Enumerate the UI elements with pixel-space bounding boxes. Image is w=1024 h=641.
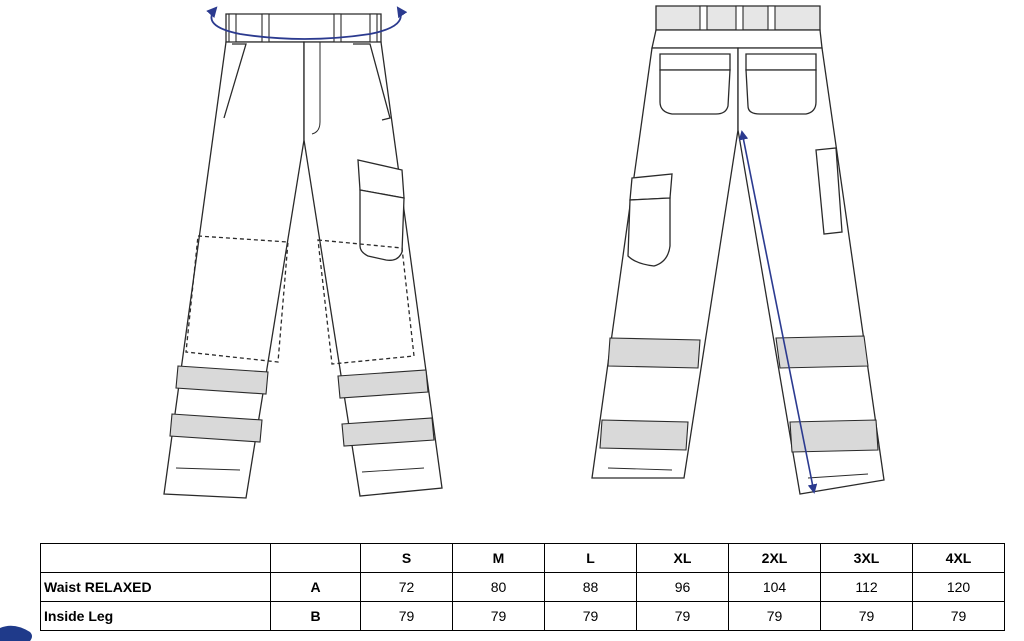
garment-technical-drawings bbox=[163, 5, 885, 499]
brand-logo-icon bbox=[0, 625, 32, 641]
table-cell: 120 bbox=[912, 572, 1005, 602]
front-right-pocket bbox=[353, 43, 391, 121]
back-left-side-pocket bbox=[627, 197, 671, 267]
measurement-code: B bbox=[270, 601, 361, 631]
size-chart-table: S M L XL 2XL 3XL 4XL Waist RELAXED A 72 … bbox=[40, 543, 1005, 631]
table-cell: 104 bbox=[728, 572, 821, 602]
size-header-cell: 3XL bbox=[820, 543, 913, 573]
table-cell: 79 bbox=[912, 601, 1005, 631]
table-cell: 79 bbox=[728, 601, 821, 631]
back-left-side-pocket-flap bbox=[629, 173, 673, 201]
size-header-cell: M bbox=[452, 543, 545, 573]
waist-measure-arrow-icon bbox=[206, 6, 408, 40]
front-left-kneepad bbox=[185, 235, 289, 363]
front-cargo-pocket bbox=[359, 189, 405, 261]
back-right-pocket-flap bbox=[745, 53, 817, 71]
size-header-cell: 4XL bbox=[912, 543, 1005, 573]
back-yoke bbox=[651, 29, 823, 49]
table-cell: 112 bbox=[820, 572, 913, 602]
size-header-cell: XL bbox=[636, 543, 729, 573]
back-right-side-pocket bbox=[815, 147, 843, 235]
table-cell: 79 bbox=[820, 601, 913, 631]
back-hem-stitch bbox=[607, 467, 869, 479]
inside-leg-measure-arrow-icon bbox=[738, 130, 818, 494]
table-row: Waist RELAXED A 72 80 88 96 104 112 120 bbox=[40, 572, 1005, 602]
table-cell: 88 bbox=[544, 572, 637, 602]
front-reflective-bands bbox=[169, 365, 435, 447]
table-row: Inside Leg B 79 79 79 79 79 79 79 bbox=[40, 601, 1005, 631]
front-waistband bbox=[225, 13, 382, 43]
back-view-trousers bbox=[591, 5, 885, 495]
front-view-trousers bbox=[163, 13, 443, 499]
table-cell: 79 bbox=[544, 601, 637, 631]
back-right-pocket bbox=[745, 69, 817, 115]
header-cell bbox=[40, 543, 271, 573]
size-header-cell: L bbox=[544, 543, 637, 573]
size-header-cell: 2XL bbox=[728, 543, 821, 573]
table-cell: 79 bbox=[452, 601, 545, 631]
back-left-pocket-flap bbox=[659, 53, 731, 71]
size-header-cell: S bbox=[360, 543, 453, 573]
front-right-kneepad bbox=[317, 239, 415, 365]
measurement-code: A bbox=[270, 572, 361, 602]
back-left-leg bbox=[591, 47, 739, 479]
row-label: Inside Leg bbox=[40, 601, 271, 631]
table-cell: 80 bbox=[452, 572, 545, 602]
table-cell: 79 bbox=[360, 601, 453, 631]
front-fly bbox=[303, 42, 321, 135]
row-label: Waist RELAXED bbox=[40, 572, 271, 602]
table-cell: 79 bbox=[636, 601, 729, 631]
size-header-row: S M L XL 2XL 3XL 4XL bbox=[40, 543, 1005, 573]
front-hem-stitch bbox=[175, 467, 425, 473]
table-cell: 96 bbox=[636, 572, 729, 602]
table-cell: 72 bbox=[360, 572, 453, 602]
back-left-pocket bbox=[659, 69, 731, 115]
front-left-pocket bbox=[223, 43, 247, 119]
header-cell bbox=[270, 543, 361, 573]
